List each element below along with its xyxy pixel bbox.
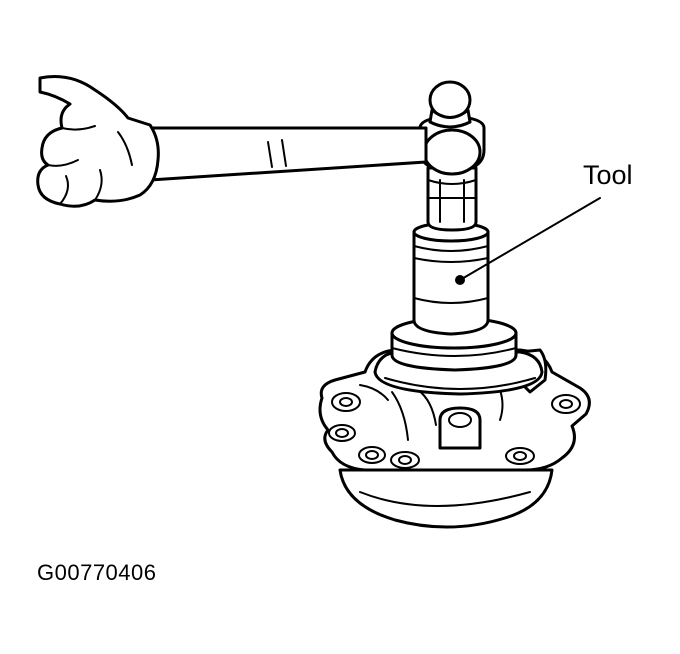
installer-tool <box>412 221 490 336</box>
hammer-head <box>418 80 486 232</box>
axle-hub-assembly <box>318 348 591 529</box>
figure-id: G00770406 <box>37 560 157 585</box>
hammer-handle <box>118 126 428 182</box>
flange-bolt-holes <box>328 392 581 469</box>
callout-leader-line <box>459 197 601 281</box>
hand-icon <box>36 75 160 208</box>
callout-label-tool: Tool <box>583 160 633 190</box>
